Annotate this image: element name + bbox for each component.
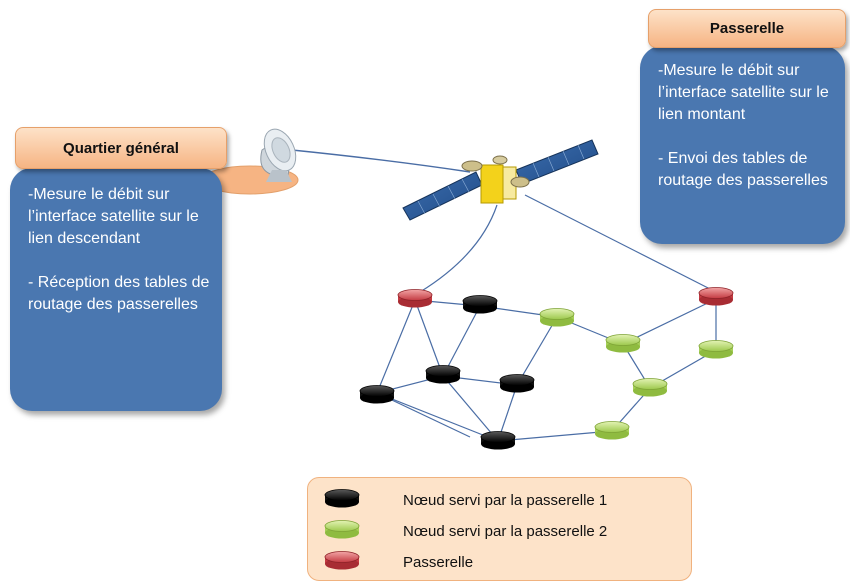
node-black-4: [359, 385, 395, 404]
legend-label-gateway-1-node: Nœud servi par la passerelle 1: [403, 491, 608, 509]
node-green-3: [698, 340, 734, 359]
node-black-5: [480, 431, 516, 450]
gateway-send-text: - Envoi des tables de routage des passer…: [658, 150, 828, 189]
gateway-title: Passerelle: [648, 9, 846, 48]
node-green-5: [594, 421, 630, 440]
node-black-3: [499, 374, 535, 393]
node-gateway-1: [397, 289, 433, 308]
green-node-icon: [324, 520, 360, 539]
satellite-dish-icon: [201, 128, 299, 195]
downlink-hq-satellite: [291, 149, 471, 173]
node-black-2: [425, 365, 461, 384]
gateway-measure-text: -Mesure le débit sur l’interface satelli…: [658, 62, 829, 123]
legend: Nœud servi par la passerelle 1 Nœud serv…: [307, 477, 692, 581]
gateway-info-box: -Mesure le débit sur l’interface satelli…: [640, 46, 845, 244]
red-node-icon: [324, 551, 360, 570]
link-satellite-gateway-left: [419, 204, 498, 293]
headquarters-measure-text: -Mesure le débit sur l’interface satelli…: [28, 186, 199, 247]
node-green-1: [539, 308, 575, 327]
link-satellite-gateway-right: [524, 194, 717, 293]
headquarters-reception-text: - Réception des tables de routage des pa…: [28, 274, 210, 313]
black-node-icon: [324, 489, 360, 508]
headquarters-info-box: -Mesure le débit sur l’interface satelli…: [10, 168, 222, 411]
headquarters-title-text: Quartier général: [63, 139, 179, 157]
legend-label-gateway: Passerelle: [403, 553, 474, 571]
node-green-4: [632, 378, 668, 397]
satellite-icon: [402, 139, 599, 221]
node-black-1: [462, 295, 498, 314]
gateway-title-text: Passerelle: [709, 20, 785, 37]
headquarters-title: Quartier général: [15, 127, 227, 169]
legend-label-gateway-2-node: Nœud servi par la passerelle 2: [403, 522, 608, 540]
node-gateway-2: [698, 287, 734, 306]
node-green-2: [605, 334, 641, 353]
